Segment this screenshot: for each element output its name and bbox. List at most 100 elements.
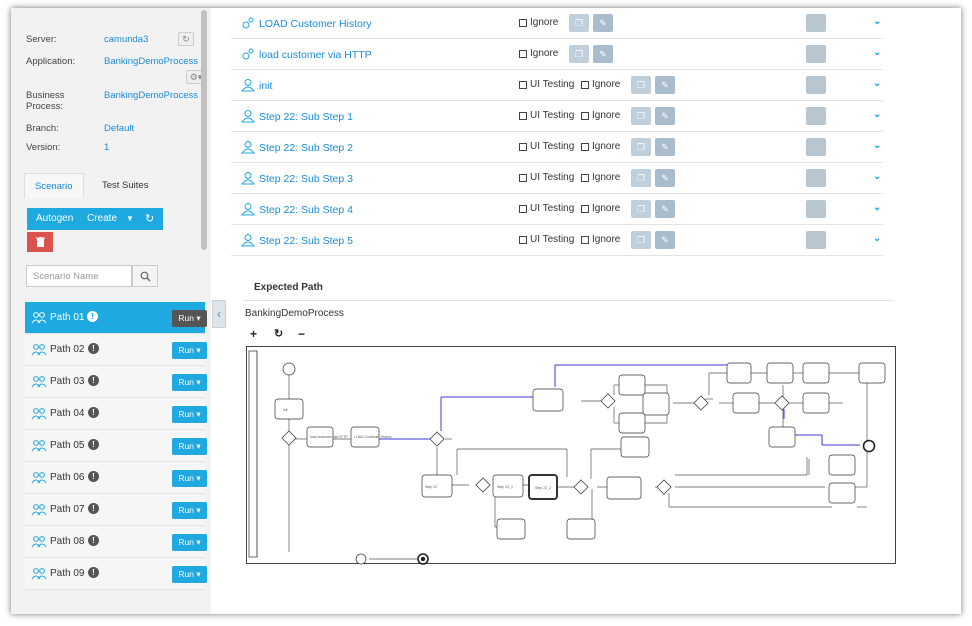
edit-button[interactable]: ✎: [655, 200, 675, 218]
step-name[interactable]: load customer via HTTP: [259, 49, 372, 61]
bpmn-diagram[interactable]: init load customer via HTTP LOAD Custome…: [246, 346, 896, 565]
path-item[interactable]: Path 09!Run ▾: [25, 558, 207, 590]
chevron-down-icon[interactable]: ⌄: [873, 140, 882, 151]
path-item[interactable]: Path 04!Run ▾: [25, 398, 207, 430]
run-button[interactable]: Run ▾: [172, 310, 207, 327]
ignore-checkbox[interactable]: [581, 143, 589, 151]
tab-test-suites[interactable]: Test Suites: [102, 180, 149, 191]
run-button[interactable]: Run ▾: [172, 406, 207, 423]
path-label: Path 09: [50, 568, 85, 579]
sidebar-tabs: Scenario Test Suites: [24, 173, 204, 198]
note-button[interactable]: [806, 169, 826, 187]
chevron-down-icon[interactable]: ⌄: [873, 16, 882, 27]
copy-button[interactable]: ❐: [631, 76, 651, 94]
path-item[interactable]: Path 07!Run ▾: [25, 494, 207, 526]
collapse-sidebar-button[interactable]: ‹: [212, 300, 226, 328]
ui-testing-checkbox[interactable]: [519, 143, 527, 151]
create-dropdown-icon[interactable]: ▼: [126, 214, 134, 223]
run-button[interactable]: Run ▾: [172, 374, 207, 391]
chevron-down-icon[interactable]: ⌄: [873, 171, 882, 182]
note-button[interactable]: [806, 200, 826, 218]
path-item[interactable]: Path 05!Run ▾: [25, 430, 207, 462]
step-name[interactable]: LOAD Customer History: [259, 18, 372, 30]
path-item[interactable]: Path 01!Run ▾: [25, 302, 207, 334]
ui-testing-checkbox[interactable]: [519, 236, 527, 244]
note-button[interactable]: [806, 45, 826, 63]
run-button[interactable]: Run ▾: [172, 438, 207, 455]
chevron-down-icon[interactable]: ⌄: [873, 233, 882, 244]
copy-button[interactable]: ❐: [631, 107, 651, 125]
step-name[interactable]: Step 22: Sub Step 5: [259, 235, 353, 247]
chevron-down-icon[interactable]: ⌄: [873, 109, 882, 120]
reset-zoom-button[interactable]: ↻: [274, 328, 284, 340]
copy-button[interactable]: ❐: [569, 45, 589, 63]
copy-button[interactable]: ❐: [631, 231, 651, 249]
chevron-down-icon[interactable]: ⌄: [873, 202, 882, 213]
delete-button[interactable]: [27, 232, 53, 252]
note-button[interactable]: [806, 231, 826, 249]
ignore-checkbox[interactable]: [581, 236, 589, 244]
step-name[interactable]: Step 22: Sub Step 2: [259, 142, 353, 154]
note-button[interactable]: [806, 14, 826, 32]
run-button[interactable]: Run ▾: [172, 534, 207, 551]
refresh-scenarios-icon[interactable]: ↻: [145, 213, 155, 225]
copy-button[interactable]: ❐: [569, 14, 589, 32]
ui-testing-checkbox[interactable]: [519, 81, 527, 89]
refresh-server-icon[interactable]: ↻: [178, 32, 194, 46]
ui-testing-checkbox[interactable]: [519, 205, 527, 213]
edit-button[interactable]: ✎: [593, 14, 613, 32]
edit-button[interactable]: ✎: [655, 107, 675, 125]
create-button[interactable]: Create: [87, 213, 118, 224]
step-name[interactable]: Step 22: Sub Step 3: [259, 173, 353, 185]
note-button[interactable]: [806, 107, 826, 125]
note-button[interactable]: [806, 138, 826, 156]
step-name[interactable]: Step 22: Sub Step 4: [259, 204, 353, 216]
group-users-icon: [31, 376, 47, 388]
sidebar-scrollbar[interactable]: [201, 10, 207, 250]
edit-button[interactable]: ✎: [655, 231, 675, 249]
svg-text:LOAD Customer History: LOAD Customer History: [354, 435, 392, 439]
tasks: [274, 362, 886, 540]
version-label: Version:: [26, 142, 61, 153]
copy-button[interactable]: ❐: [631, 200, 651, 218]
scenario-name-input[interactable]: Scenario Name: [26, 265, 132, 287]
warning-icon: !: [88, 503, 99, 514]
search-button[interactable]: [132, 265, 158, 287]
ui-testing-checkbox[interactable]: [519, 112, 527, 120]
ignore-checkbox[interactable]: [581, 205, 589, 213]
step-name[interactable]: Step 22: Sub Step 1: [259, 111, 353, 123]
path-item[interactable]: Path 06!Run ▾: [25, 462, 207, 494]
chevron-down-icon[interactable]: ⌄: [873, 78, 882, 89]
run-button[interactable]: Run ▾: [172, 342, 207, 359]
tab-scenario[interactable]: Scenario: [24, 173, 84, 198]
path-item[interactable]: Path 08!Run ▾: [25, 526, 207, 558]
autogen-button[interactable]: Autogen: [36, 213, 74, 224]
server-label: Server:: [26, 34, 57, 45]
ignore-checkbox[interactable]: [519, 50, 527, 58]
run-button[interactable]: Run ▾: [172, 502, 207, 519]
run-button[interactable]: Run ▾: [172, 566, 207, 583]
edit-button[interactable]: ✎: [655, 76, 675, 94]
edit-button[interactable]: ✎: [655, 169, 675, 187]
zoom-in-button[interactable]: +: [250, 327, 258, 341]
ignore-checkbox[interactable]: [581, 112, 589, 120]
path-item[interactable]: Path 02!Run ▾: [25, 334, 207, 366]
path-item[interactable]: Path 03!Run ▾: [25, 366, 207, 398]
ignore-checkbox[interactable]: [581, 174, 589, 182]
note-button[interactable]: [806, 76, 826, 94]
ignore-checkbox[interactable]: [581, 81, 589, 89]
copy-button[interactable]: ❐: [631, 138, 651, 156]
branch-label: Branch:: [26, 123, 59, 134]
zoom-out-button[interactable]: −: [298, 327, 306, 341]
edit-button[interactable]: ✎: [655, 138, 675, 156]
run-button[interactable]: Run ▾: [172, 470, 207, 487]
copy-button[interactable]: ❐: [631, 169, 651, 187]
edit-button[interactable]: ✎: [593, 45, 613, 63]
warning-icon: !: [88, 439, 99, 450]
ignore-checkbox[interactable]: [519, 19, 527, 27]
chevron-down-icon[interactable]: ⌄: [873, 47, 882, 58]
step-name[interactable]: init: [259, 80, 273, 92]
ui-testing-checkbox[interactable]: [519, 174, 527, 182]
application-value: BankingDemoProcess: [104, 56, 198, 67]
